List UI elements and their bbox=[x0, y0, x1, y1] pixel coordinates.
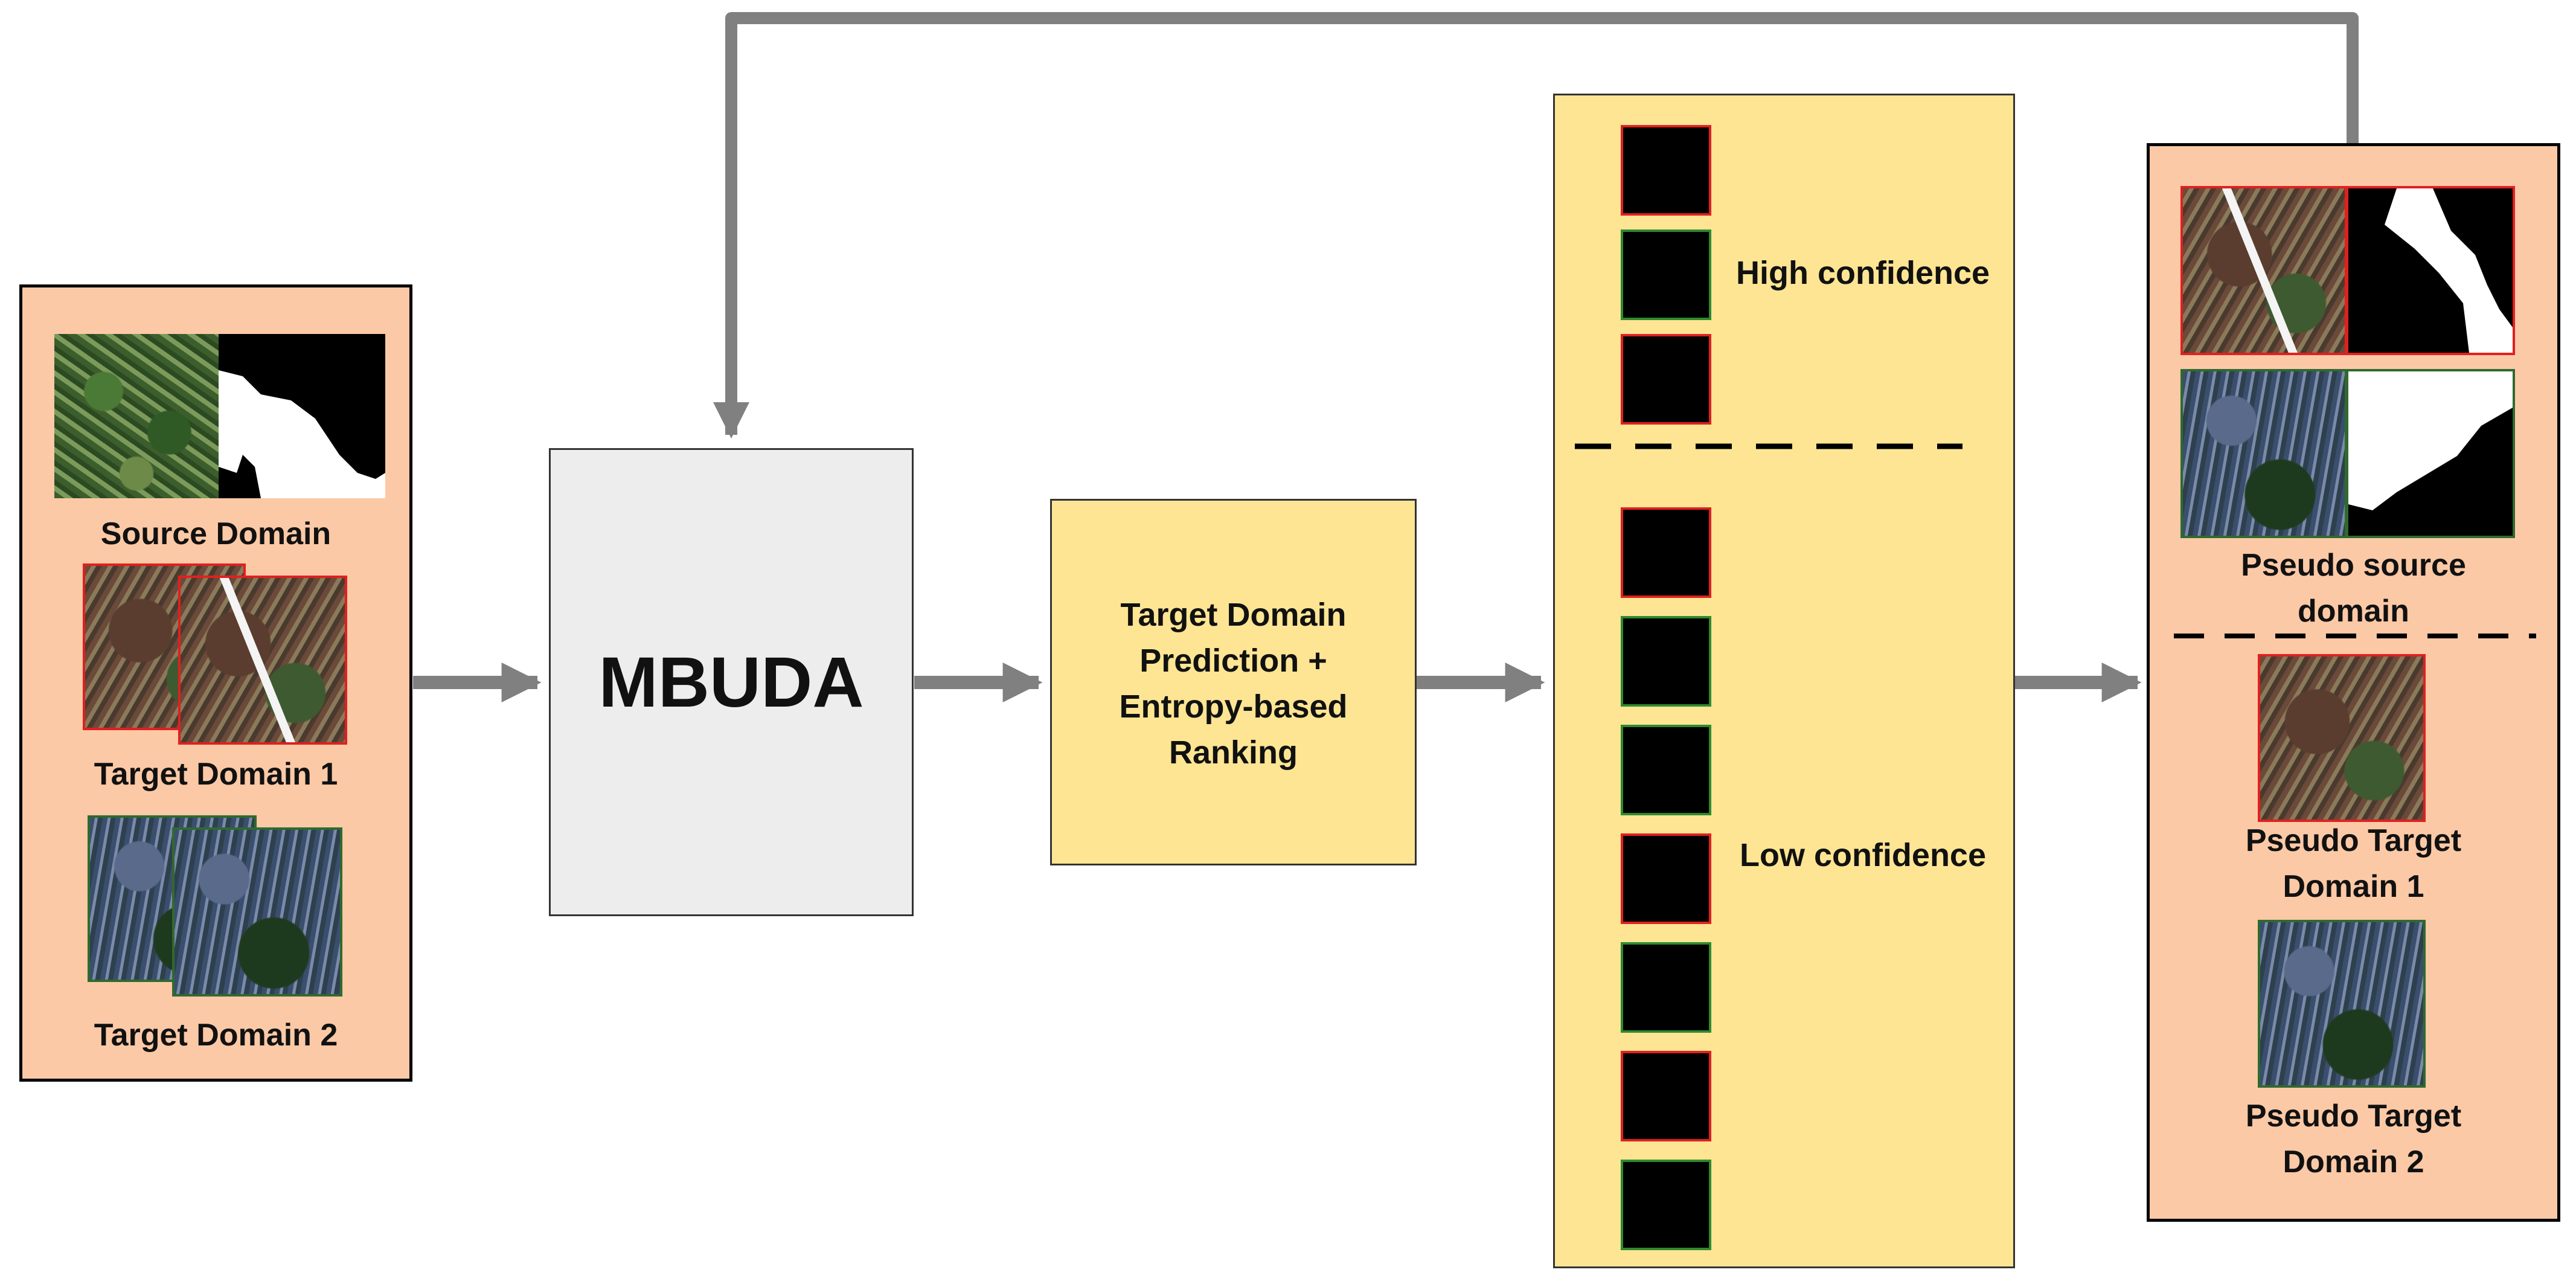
ranked-prediction-tile bbox=[1621, 725, 1711, 815]
feedback-loop-arrow bbox=[713, 12, 2359, 438]
prediction-ranking-label: Target Domain Prediction + Entropy-based… bbox=[1119, 597, 1348, 771]
high-confidence-label: High confidence bbox=[1735, 255, 1990, 291]
ranked-prediction-tile bbox=[1621, 1051, 1711, 1141]
pseudo-target-1-image bbox=[2258, 654, 2426, 822]
ranked-prediction-tile bbox=[1621, 942, 1711, 1033]
pseudo-source-label: Pseudo source domain bbox=[2241, 548, 2466, 629]
ranked-prediction-tile bbox=[1621, 616, 1711, 707]
mask-shape-icon bbox=[2385, 188, 2513, 353]
pseudo-target-2-image bbox=[2258, 920, 2426, 1088]
source-domain-image bbox=[54, 334, 219, 498]
target-domain-2-image-front bbox=[172, 827, 342, 997]
ranked-prediction-tile bbox=[1621, 229, 1711, 320]
target-domain-2-label: Target Domain 2 bbox=[94, 1018, 338, 1053]
pseudo-source-image-1 bbox=[2180, 186, 2347, 355]
source-domain-mask bbox=[219, 334, 385, 498]
pseudo-source-mask-1 bbox=[2346, 186, 2515, 355]
mbuda-model-box bbox=[549, 448, 914, 916]
ranked-prediction-tile bbox=[1621, 125, 1711, 216]
ranked-prediction-tile bbox=[1621, 334, 1711, 425]
ranked-prediction-tile bbox=[1621, 1160, 1711, 1250]
low-confidence-label: Low confidence bbox=[1739, 837, 1987, 873]
ranked-prediction-tile bbox=[1621, 507, 1711, 598]
mbuda-label: MBUDA bbox=[598, 643, 864, 722]
pseudo-source-image-2 bbox=[2180, 369, 2347, 538]
mask-shape-icon bbox=[2348, 371, 2513, 510]
mask-shape-icon bbox=[219, 370, 385, 498]
pseudo-target-2-label: Pseudo Target Domain 2 bbox=[2245, 1099, 2462, 1179]
source-domain-label: Source Domain bbox=[100, 516, 332, 551]
target-domain-1-label: Target Domain 1 bbox=[94, 757, 338, 792]
ranked-prediction-tile bbox=[1621, 833, 1711, 924]
pseudo-target-1-label: Pseudo Target Domain 1 bbox=[2245, 823, 2462, 904]
target-domain-1-image-front bbox=[178, 576, 347, 745]
pseudo-source-mask-2 bbox=[2346, 369, 2515, 538]
prediction-ranking-box bbox=[1050, 499, 1417, 865]
